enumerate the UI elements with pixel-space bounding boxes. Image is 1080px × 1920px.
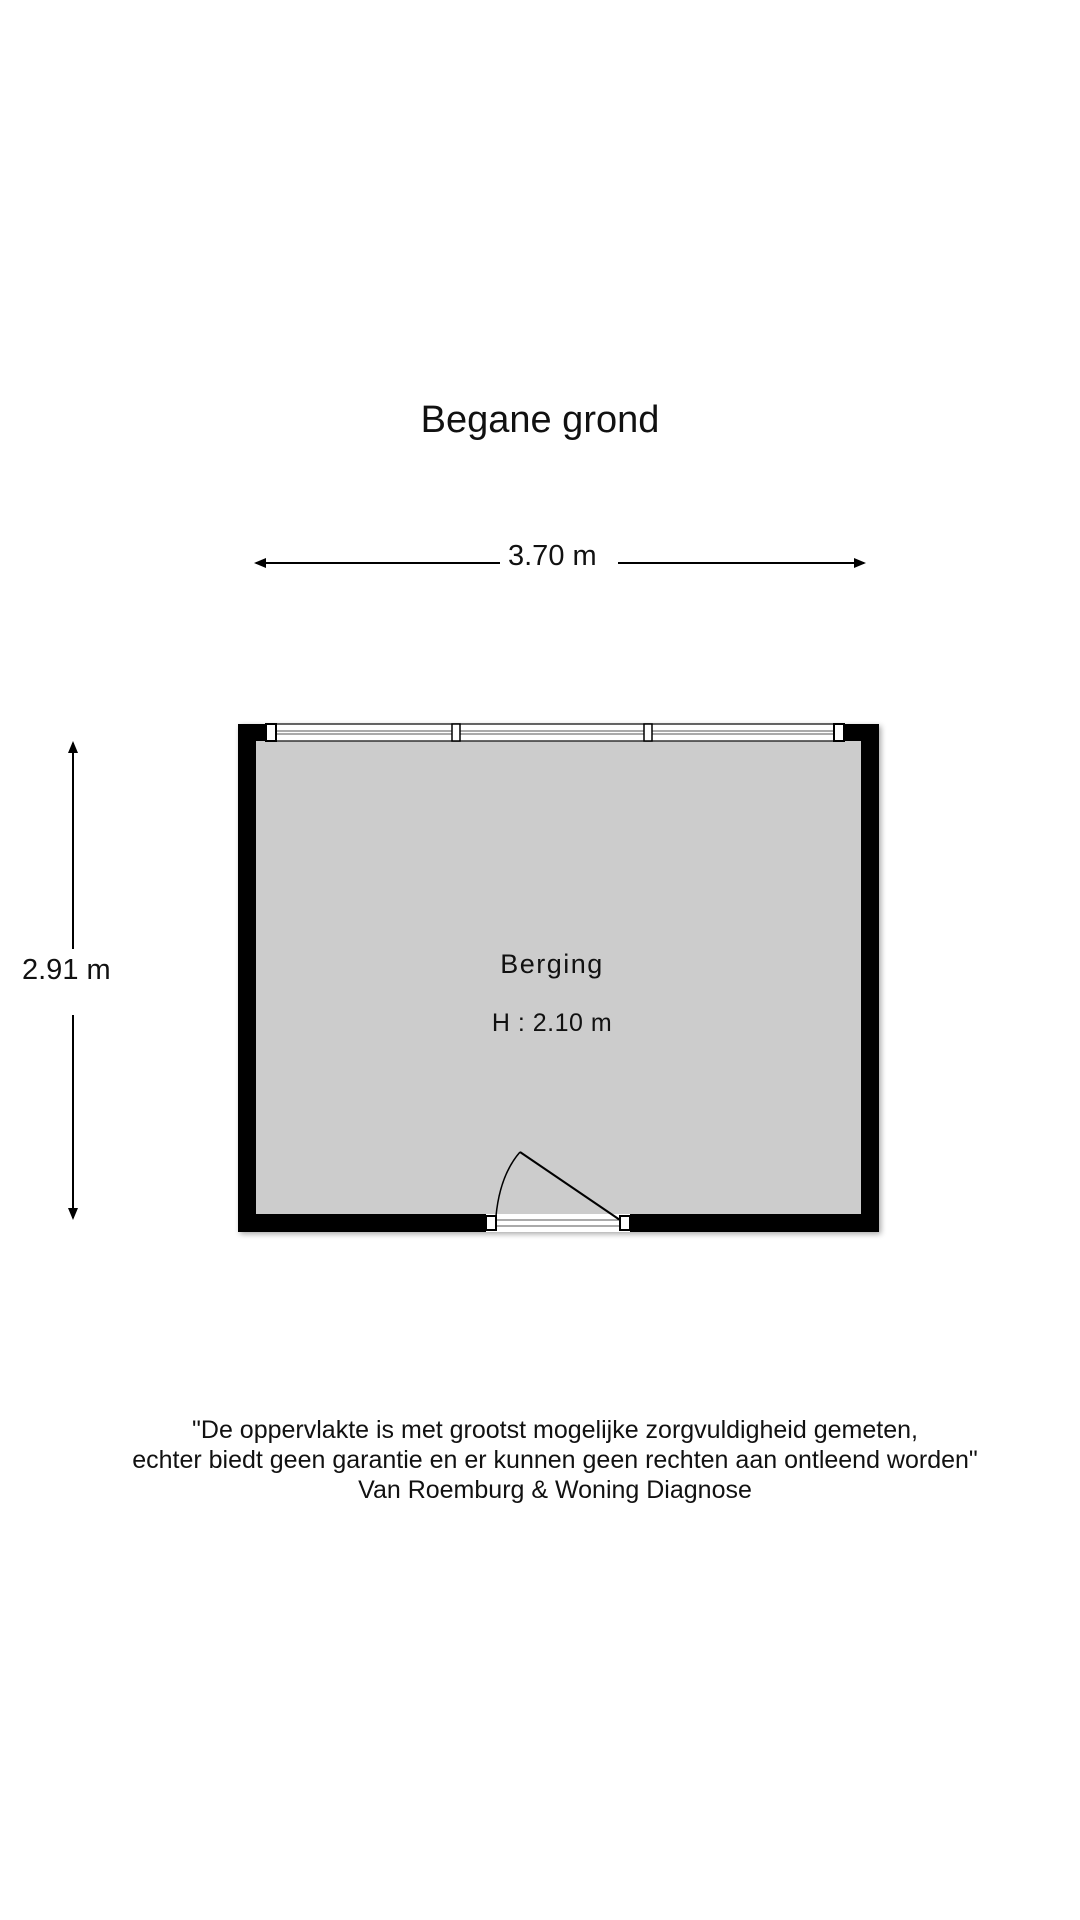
room-walls (238, 724, 879, 1232)
disclaimer-line-1: "De oppervlakte is met grootst mogelijke… (192, 1416, 918, 1444)
width-dimension-label: 3.70 m (500, 539, 605, 573)
disclaimer: "De oppervlakte is met grootst mogelijke… (0, 1415, 1080, 1505)
top-window (265, 723, 845, 742)
height-dimension-label: 2.91 m (22, 949, 111, 991)
floor-title: Begane grond (420, 399, 660, 441)
room-height-label: H : 2.10 m (491, 1009, 613, 1037)
disclaimer-line-2: echter biedt geen garantie en er kunnen … (132, 1446, 978, 1474)
room-name: Berging (500, 949, 604, 979)
disclaimer-line-3: Van Roemburg & Woning Diagnose (358, 1476, 752, 1504)
door (485, 1151, 631, 1232)
